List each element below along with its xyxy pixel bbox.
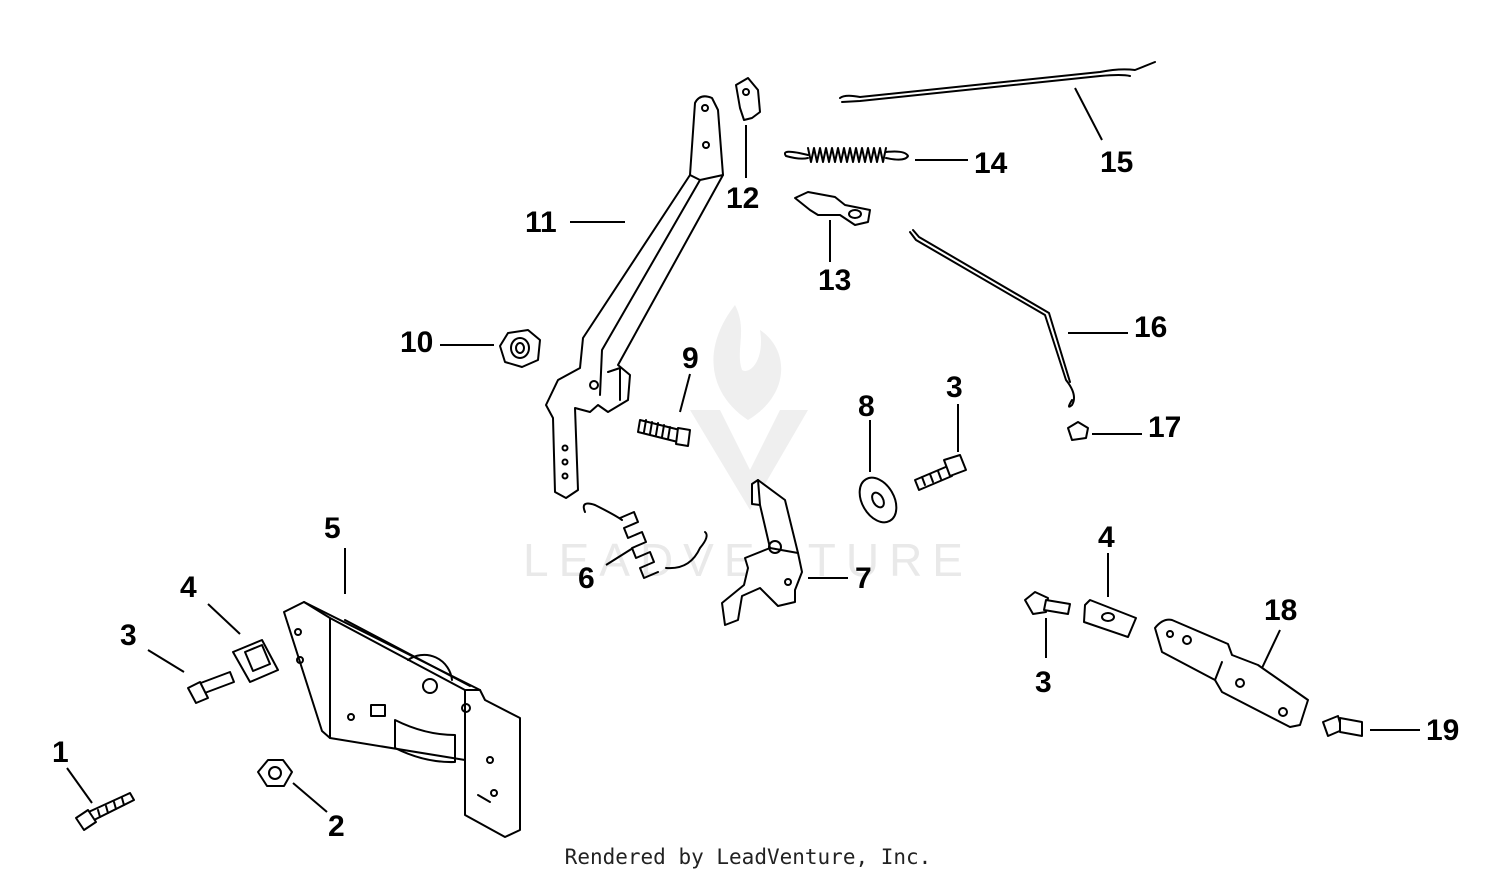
callout-14[interactable]: 14 [974, 147, 1008, 180]
callout-7[interactable]: 7 [855, 562, 872, 595]
part-10-bushing[interactable] [499, 329, 541, 368]
callout-4-left[interactable]: 4 [180, 571, 197, 604]
part-14-small-spring[interactable] [784, 147, 909, 163]
watermark: LEADVENTURE [523, 305, 973, 586]
callout-16[interactable]: 16 [1134, 311, 1167, 344]
part-12-clip[interactable] [735, 77, 761, 121]
callout-1[interactable]: 1 [52, 736, 69, 769]
callout-3-left[interactable]: 3 [120, 619, 137, 652]
callout-2[interactable]: 2 [328, 810, 345, 843]
part-3-screw-center[interactable] [914, 454, 967, 491]
watermark-v-icon [690, 410, 808, 510]
part-2-nut[interactable] [257, 759, 293, 787]
part-7-lever-bracket[interactable] [721, 479, 803, 626]
part-8-washer[interactable] [852, 471, 904, 529]
callout-13[interactable]: 13 [818, 264, 851, 297]
part-3-bolt-right[interactable] [1024, 591, 1071, 615]
part-11-lever-arm[interactable] [545, 95, 724, 499]
part-15-rod[interactable] [839, 61, 1156, 103]
part-4-clip-left[interactable] [232, 639, 279, 683]
render-credit: Rendered by LeadVenture, Inc. [565, 845, 932, 869]
part-16-wire-link[interactable] [909, 229, 1075, 408]
part-4-nut-right[interactable] [1083, 599, 1137, 638]
part-9-threaded-stud[interactable] [637, 419, 691, 447]
callout-4-right[interactable]: 4 [1098, 521, 1115, 554]
callout-15[interactable]: 15 [1100, 146, 1133, 179]
callout-8[interactable]: 8 [858, 390, 875, 423]
part-17-cap[interactable] [1067, 421, 1089, 441]
callout-6[interactable]: 6 [578, 562, 595, 595]
part-13-bracket[interactable] [794, 191, 871, 226]
callout-3-right[interactable]: 3 [1035, 666, 1052, 699]
part-1-bolt[interactable] [75, 792, 135, 831]
callout-12[interactable]: 12 [726, 182, 759, 215]
callout-18[interactable]: 18 [1264, 594, 1297, 627]
callout-9[interactable]: 9 [682, 342, 699, 375]
part-18-flat-bar[interactable] [1154, 618, 1309, 728]
part-3-screw-left[interactable] [187, 671, 235, 704]
part-5-bracket-plate[interactable] [283, 601, 521, 838]
callout-19[interactable]: 19 [1426, 714, 1459, 747]
callout-17[interactable]: 17 [1148, 411, 1181, 444]
callout-11[interactable]: 11 [525, 206, 557, 239]
callout-5[interactable]: 5 [324, 512, 341, 545]
watermark-text: LEADVENTURE [523, 534, 973, 586]
watermark-flame-icon [713, 305, 782, 420]
part-6-spring[interactable] [582, 502, 708, 579]
callout-3-center[interactable]: 3 [946, 371, 963, 404]
callout-10[interactable]: 10 [400, 326, 433, 359]
part-19-shoulder-bolt[interactable] [1322, 715, 1363, 737]
